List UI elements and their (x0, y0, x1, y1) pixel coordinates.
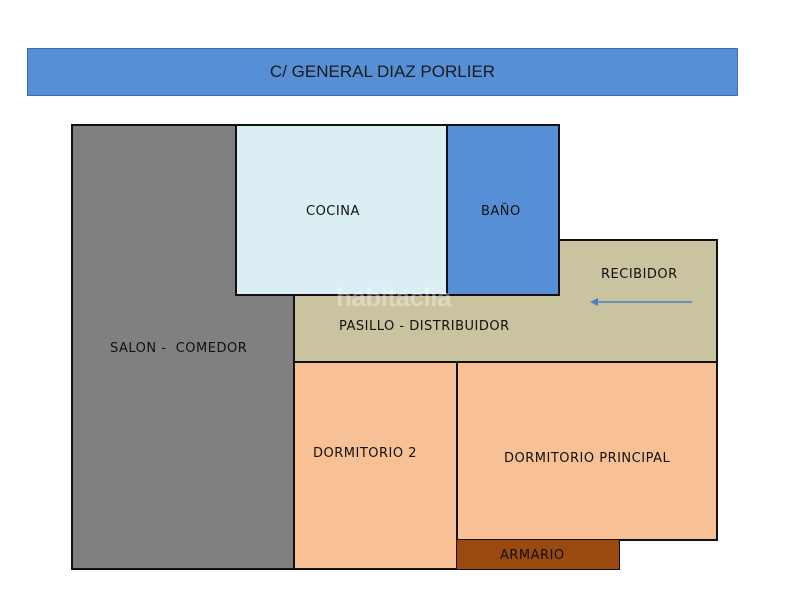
label-dormitorio-2: DORMITORIO 2 (313, 446, 418, 461)
watermark-logo: habitaclia (336, 282, 451, 312)
label-pasillo-distribuidor: PASILLO - DISTRIBUIDOR (339, 319, 510, 334)
room-bano (446, 124, 560, 296)
street-banner: C/ GENERAL DIAZ PORLIER (27, 48, 738, 96)
label-recibidor: RECIBIDOR (601, 267, 678, 282)
room-cocina (235, 124, 448, 296)
room-dormitorio-2 (293, 361, 458, 570)
room-dormitorio-principal (456, 361, 718, 541)
label-bano: BAÑO (481, 204, 521, 219)
label-dormitorio-principal: DORMITORIO PRINCIPAL (504, 451, 671, 466)
entrance-arrow-icon (590, 298, 692, 306)
label-armario: ARMARIO (500, 548, 565, 563)
street-label: C/ GENERAL DIAZ PORLIER (269, 62, 496, 81)
label-salon-comedor: SALON - COMEDOR (110, 341, 248, 356)
room-armario (456, 539, 620, 570)
label-cocina: COCINA (306, 204, 360, 219)
